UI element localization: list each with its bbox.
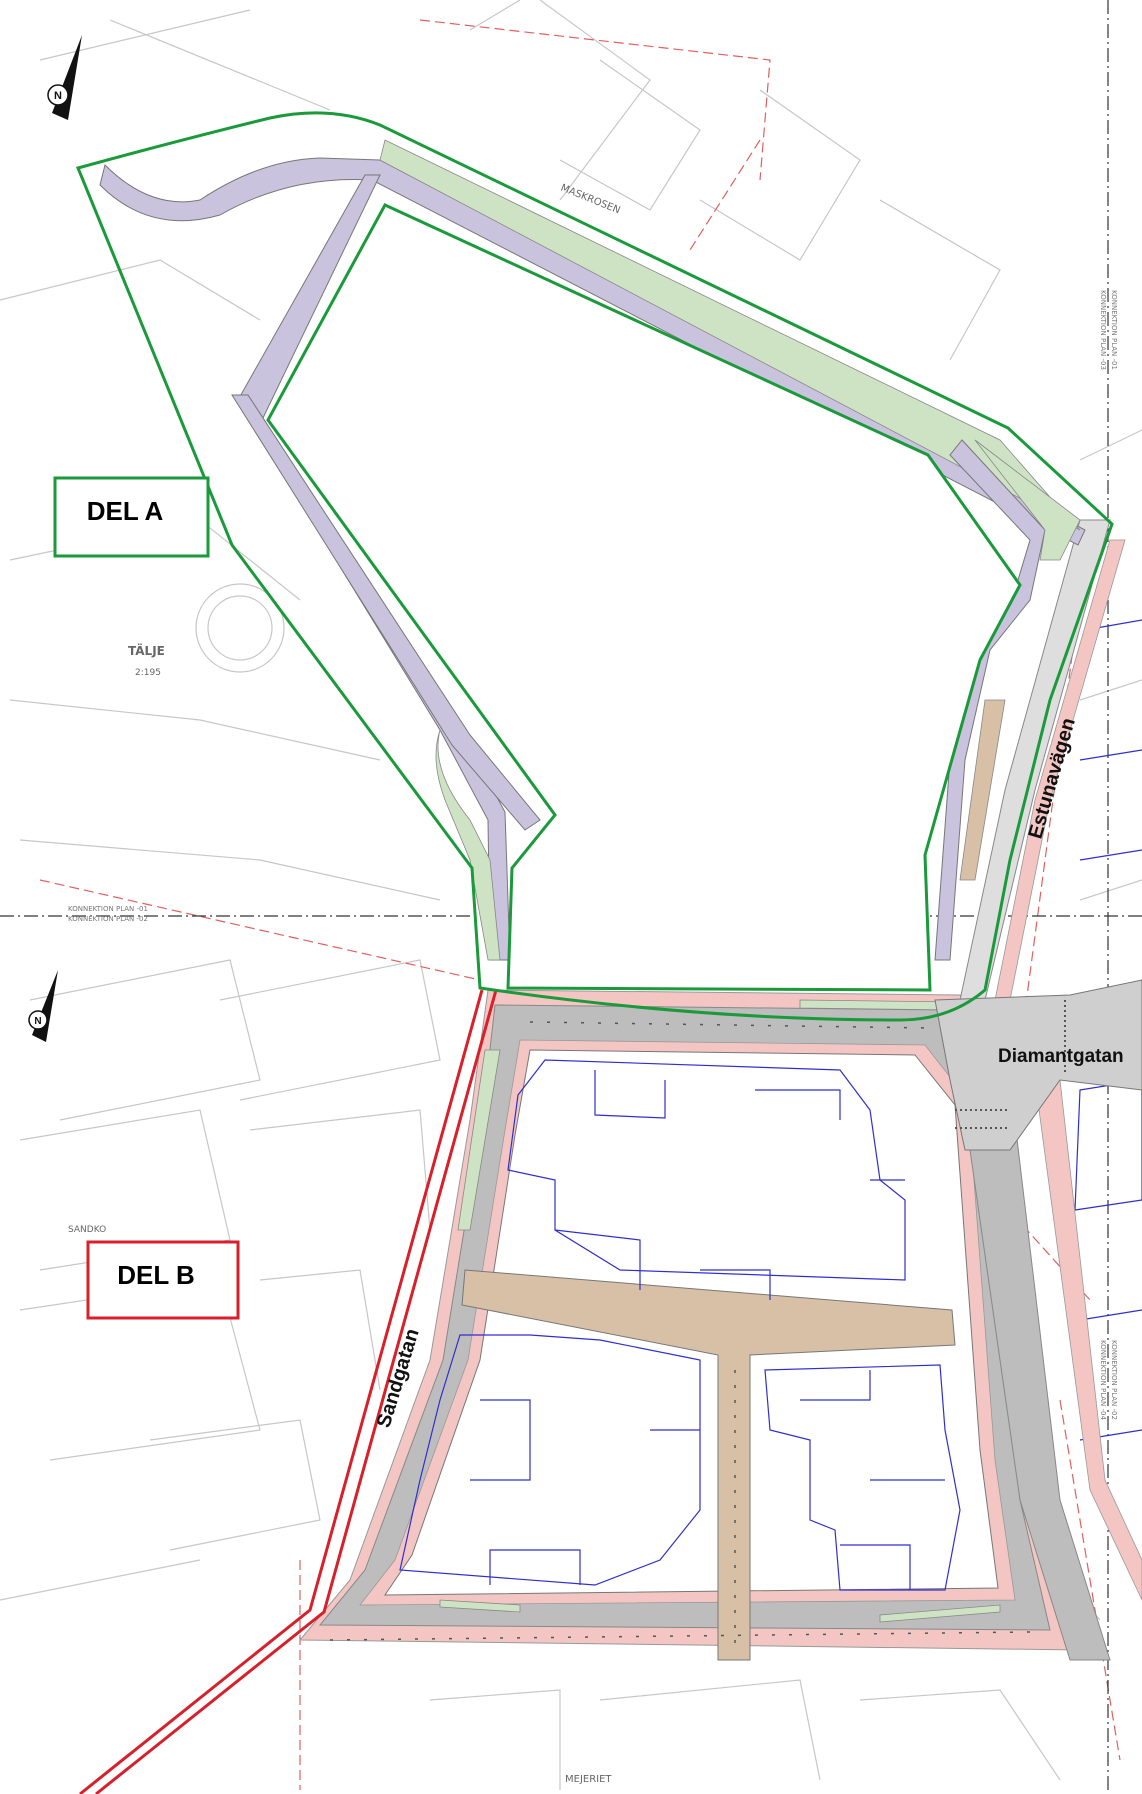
north-arrow-letter: N — [34, 1016, 41, 1027]
street-label-diamantgatan: Diamantgatan — [998, 1046, 1124, 1067]
plan-label-right-01: KONNEKTION PLAN -01 — [1110, 290, 1118, 370]
north-arrow-letter: N — [54, 90, 62, 102]
west-grass-loop — [435, 729, 501, 961]
east-tan-patch — [959, 699, 1006, 881]
del-b-label-box: DEL B — [86, 1240, 240, 1320]
east-grass-del-a — [974, 439, 1081, 561]
plan-label-02: KONNEKTION PLAN -02 — [68, 915, 148, 923]
del-a-inner-block — [266, 203, 1022, 992]
del-a-label-box: DEL A — [53, 476, 210, 558]
tan-pedestrian-street — [461, 1269, 956, 1661]
north-arrow-icon: N — [28, 970, 58, 1042]
del-b-label: DEL B — [117, 1260, 195, 1290]
road-markings — [329, 1021, 1031, 1650]
crosswalk-stripes — [955, 1000, 1066, 1129]
del-a-label: DEL A — [87, 496, 164, 526]
west-secondary-road — [231, 394, 541, 831]
plan-label-right-03: KONNEKTION PLAN -03 — [1099, 290, 1107, 370]
plan-label-right-02: KONNEKTION PLAN -02 — [1110, 1340, 1118, 1420]
label-maskrosen: MASKROSEN — [559, 183, 622, 217]
east-road-del-a — [934, 439, 1046, 961]
label-talje-number: 2:195 — [135, 668, 161, 678]
label-talje: TÄLJE — [128, 643, 165, 658]
plan-label-right-04: KONNEKTION PLAN -04 — [1099, 1340, 1107, 1420]
diamantgatan-intersection — [934, 979, 1142, 1151]
grass-strips-lower — [439, 999, 1001, 1623]
del-b-boundary-line — [79, 989, 498, 1794]
plan-label-01: KONNEKTION PLAN -01 — [68, 905, 148, 913]
north-arrow-icon: N — [47, 35, 82, 120]
del-a-outer-boundary — [75, 111, 1114, 1022]
label-mejeriet: MEJERIET — [565, 1774, 612, 1785]
label-sandkornet: SANDKO — [68, 1225, 106, 1235]
